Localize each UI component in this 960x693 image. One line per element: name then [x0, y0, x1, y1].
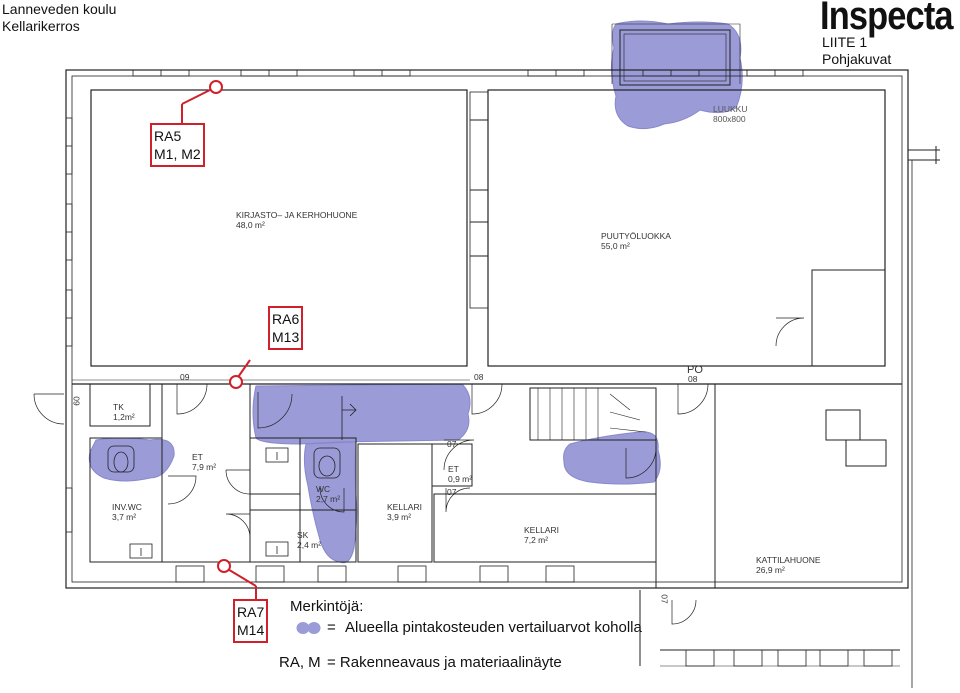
legend-title: Merkintöjä: [290, 598, 364, 615]
room-sk-area: 2,4 m² [297, 540, 322, 550]
sample-tag-ra5-id: RA5 [154, 128, 182, 144]
hatch-size: 800x800 [713, 114, 746, 124]
room-boiler-area: 26,9 m² [756, 565, 785, 575]
room-wc-name: WC [316, 484, 331, 494]
fixtures [107, 396, 357, 559]
room-library: KIRJASTO– JA KERHOHUONE 48,0 m² [236, 210, 357, 230]
floor-name: Kellarikerros [2, 18, 80, 34]
door-code-60: 60 [71, 396, 82, 406]
room-et-small: ET 0,9 m² [448, 464, 472, 484]
legend-moisture-text: Alueella pintakosteuden vertailuarvot ko… [345, 619, 642, 636]
room-tk-name: TK [113, 402, 124, 412]
room-kellari-large-name: KELLARI [524, 525, 559, 535]
moisture-area-stairs [563, 431, 661, 485]
moisture-area-corridor [252, 383, 471, 445]
windows [65, 69, 893, 667]
room-wc: WC 2,7 m² [316, 484, 340, 504]
moisture-area-invwc [88, 437, 175, 482]
sample-tag-ra5: RA5 M1, M2 [150, 123, 205, 167]
room-tk: TK 1,2m² [113, 402, 135, 422]
door-code-07-boiler: 07 [659, 594, 670, 604]
room-et-small-name: ET [448, 464, 459, 474]
sample-tag-ra7-id: RA7 [237, 604, 265, 620]
room-wc-area: 2,7 m² [316, 494, 341, 504]
legend-sample-key: RA, M [279, 654, 321, 671]
room-kellari-large: KELLARI 7,2 m² [524, 525, 559, 545]
inspecta-logo: Inspecta [820, 0, 954, 38]
room-sk: SK 2,4 m² [297, 530, 321, 550]
legend-sample-text: = Rakenneavaus ja materiaalinäyte [327, 654, 562, 671]
hatch-name: LUUKKU [713, 104, 748, 114]
room-kellari-small-name: KELLARI [387, 502, 422, 512]
room-library-area: 48,0 m² [236, 220, 265, 230]
room-kellari-large-area: 7,2 m² [524, 535, 549, 545]
room-boiler: KATTILAHUONE 26,9 m² [756, 555, 821, 575]
room-woodwork-area: 55,0 m² [601, 241, 630, 251]
sample-tag-ra7: RA7 M14 [233, 599, 269, 643]
door-code-07-top: 07 [447, 439, 457, 449]
room-inv-wc-name: INV.WC [112, 502, 142, 512]
door-code-09: 09 [180, 372, 190, 382]
room-kellari-small: KELLARI 3,9 m² [387, 502, 422, 522]
room-library-name: KIRJASTO– JA KERHOHUONE [236, 210, 358, 220]
room-et-left-area: 7,9 m² [192, 462, 217, 472]
room-inv-wc-area: 3,7 m² [112, 512, 137, 522]
sample-tag-ra6-id: RA6 [272, 311, 300, 327]
appendix-label: LIITE 1 [822, 34, 868, 50]
door-code-07-bottom: 07 [447, 487, 457, 497]
legend-equals: = [327, 619, 336, 636]
door-code-po: PO [687, 364, 703, 376]
document-header: Lanneveden koulu Kellarikerros [2, 1, 116, 35]
room-boiler-name: KATTILAHUONE [756, 555, 821, 565]
moisture-areas [88, 20, 743, 564]
school-name: Lanneveden koulu [2, 1, 117, 17]
room-kellari-small-area: 3,9 m² [387, 512, 412, 522]
room-sk-name: SK [297, 530, 309, 540]
appendix-header: LIITE 1 Pohjakuvat [822, 34, 891, 68]
sample-tag-ra5-samples: M1, M2 [154, 146, 201, 162]
room-et-left: ET 7,9 m² [192, 452, 216, 472]
door-code-08-po: 08 [688, 374, 698, 384]
sample-tag-ra7-samples: M14 [237, 622, 265, 638]
room-et-small-area: 0,9 m² [448, 474, 473, 484]
moisture-legend-swatch [296, 622, 321, 634]
sample-leaders [181, 80, 257, 600]
door-code-08: 08 [474, 372, 484, 382]
hatch-label: LUUKKU 800x800 [713, 104, 747, 124]
sample-tag-ra6: RA6 M13 [268, 306, 304, 350]
room-woodwork: PUUTYÖLUOKKA 55,0 m² [601, 231, 671, 251]
room-woodwork-name: PUUTYÖLUOKKA [601, 231, 671, 241]
moisture-area-hatch [610, 20, 743, 130]
room-tk-area: 1,2m² [113, 412, 135, 422]
room-inv-wc: INV.WC 3,7 m² [112, 502, 142, 522]
appendix-subtitle: Pohjakuvat [822, 51, 892, 67]
sample-tag-ra6-samples: M13 [272, 329, 300, 345]
door-swings [33, 317, 805, 625]
room-et-left-name: ET [192, 452, 203, 462]
